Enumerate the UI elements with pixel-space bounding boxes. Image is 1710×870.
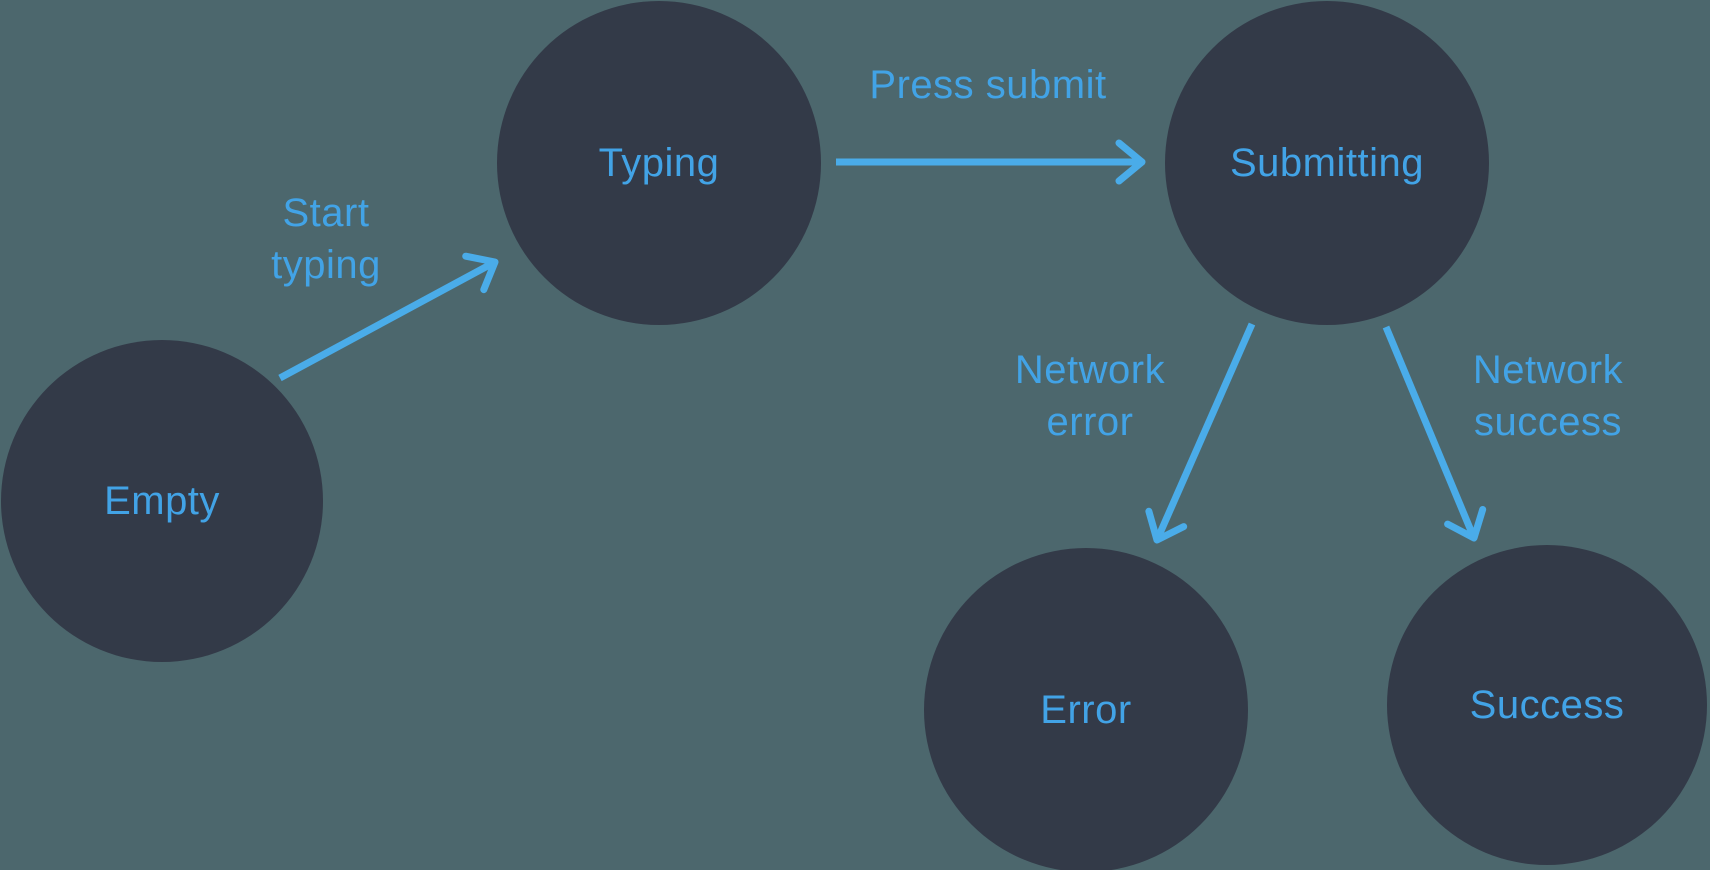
state-node-submitting: Submitting (1165, 1, 1489, 325)
state-label-typing: Typing (598, 141, 720, 185)
transition-arrow-submitting-to-success (1382, 325, 1487, 542)
state-node-success: Success (1387, 545, 1707, 865)
state-label-submitting: Submitting (1230, 141, 1424, 185)
state-label-empty: Empty (104, 479, 220, 523)
state-node-empty: Empty (1, 340, 323, 662)
state-node-error: Error (924, 548, 1248, 870)
transition-label-start-typing: Start typing (271, 191, 381, 287)
transition-label-network-error: Network error (1014, 348, 1166, 444)
state-label-success: Success (1469, 683, 1625, 727)
state-node-typing: Typing (497, 1, 821, 325)
transition-arrow-submitting-to-error (1145, 322, 1256, 544)
transition-label-press-submit: Press submit (869, 63, 1107, 107)
transition-arrow-empty-to-typing (278, 252, 499, 382)
state-label-error: Error (1040, 688, 1132, 732)
transition-label-network-success: Network success (1472, 348, 1624, 444)
